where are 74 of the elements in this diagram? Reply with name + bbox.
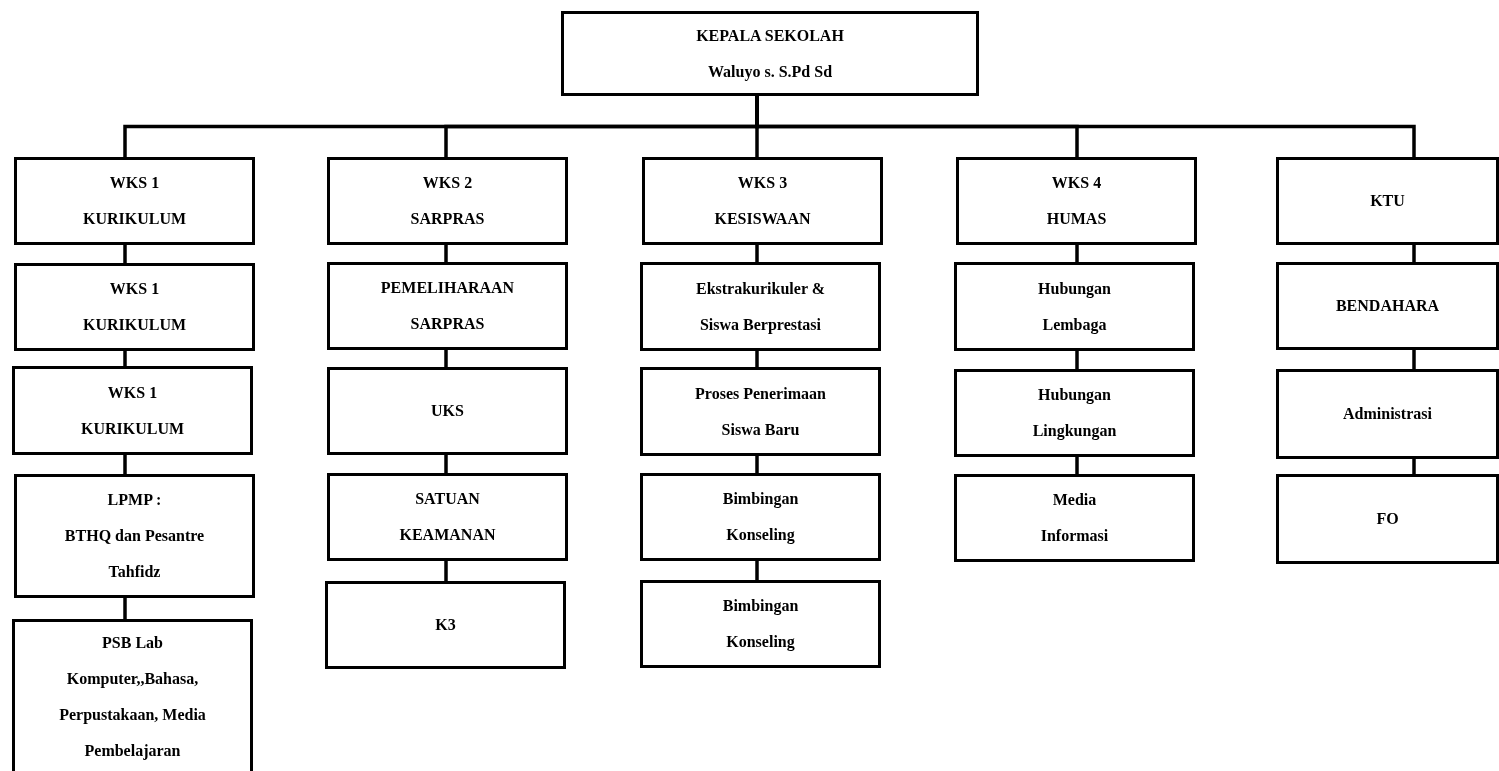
org-box [1276,369,1499,459]
box-text: KESISWAAN [714,209,811,229]
connector-line [1075,351,1079,369]
box-heading: WKS 4 [1051,173,1102,193]
connector-line [1412,350,1416,369]
org-box [640,367,881,456]
org-box [325,581,566,669]
box-text: Administrasi [1343,404,1432,424]
box-text: KTU [1370,191,1405,211]
box-text: Hubungan Lembaga [1037,278,1112,336]
org-box [561,11,979,96]
box-text: PSB Lab Komputer,,Bahasa, Perpustakaan, Media Pembelajaran [58,633,207,762]
box-text: Proses Penerimaan Siswa Baru [694,383,827,440]
org-box [327,367,568,455]
box-heading: LPMP : [107,490,162,510]
connector-line [123,455,127,474]
org-box [640,580,881,668]
org-box [14,263,255,351]
box-text: SATUAN KEAMANAN [398,489,497,545]
connector-line [1075,245,1079,262]
connector-line [1412,245,1416,262]
box-text: Waluyo s. S.Pd Sd [707,61,833,83]
org-box [954,262,1195,351]
box-text: Bimbingan Konseling [721,489,800,546]
org-box [1276,262,1499,350]
org-box [327,262,568,350]
connector-line [444,245,448,262]
org-box [954,474,1195,562]
box-text: BENDAHARA [1335,296,1440,316]
box-text: KURIKULUM [82,209,187,229]
org-box [640,262,881,351]
box-text: Hubungan Lingkungan [1031,385,1118,442]
box-heading: WKS 3 [737,173,788,193]
org-box [12,366,253,455]
org-box [14,474,255,598]
org-box [1276,157,1499,245]
box-heading: WKS 1 [109,173,160,193]
box-text: BTHQ dan Pesantre Tahfidz [63,526,206,582]
box-heading: KEPALA SEKOLAH [696,25,844,46]
box-text: Ekstrakurikuler & Siswa Berprestasi [694,278,827,336]
connector-line [444,350,448,367]
org-box [956,157,1197,245]
box-text: SARPRAS [410,209,485,229]
org-box [327,473,568,561]
connector-line [1412,459,1416,474]
box-text: Media Informasi [1039,490,1110,546]
connector-line [755,456,759,473]
connector-line [123,351,127,366]
connector-line [123,598,127,619]
box-text: K3 [435,615,456,635]
org-box [14,157,255,245]
box-text: UKS [431,401,464,421]
box-text: FO [1376,509,1399,529]
box-text: PEMELIHARAAN SARPRAS [379,278,516,334]
org-box [642,157,883,245]
box-text: HUMAS [1046,209,1107,229]
connector-line [755,351,759,367]
org-box [954,369,1195,457]
connector-line [755,561,759,580]
box-heading: WKS 2 [422,173,473,193]
box-text: KURIKULUM [82,315,187,335]
connector-line [123,245,127,263]
org-box [12,619,253,771]
org-box [327,157,568,245]
connector-line [444,561,448,581]
org-box [1276,474,1499,564]
org-box [640,473,881,561]
connector-line [444,455,448,473]
box-text: KURIKULUM [80,418,185,439]
connector-line [755,245,759,262]
box-text: Bimbingan Konseling [721,596,800,653]
connector-line [1075,457,1079,474]
box-heading: WKS 1 [107,382,158,403]
box-heading: WKS 1 [109,279,160,299]
